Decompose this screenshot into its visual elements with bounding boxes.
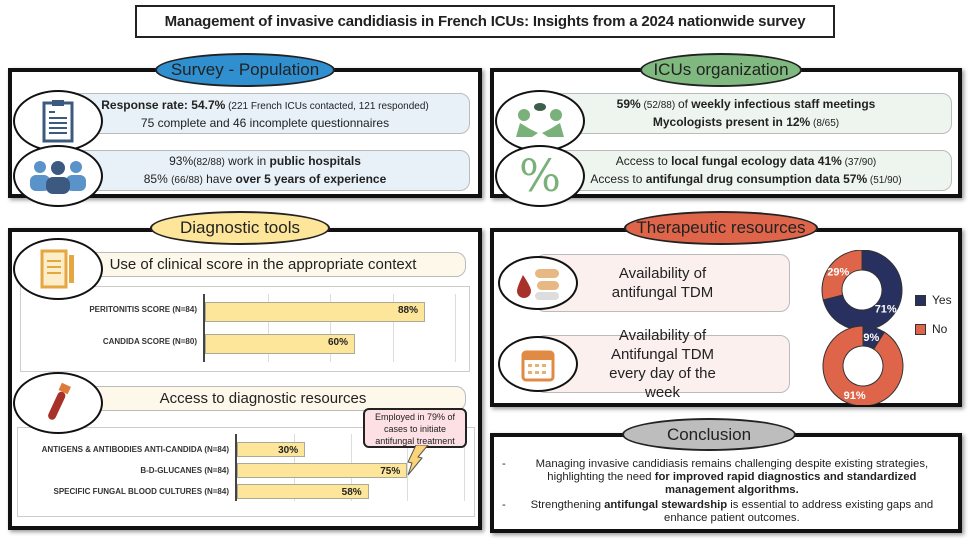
gridline xyxy=(267,294,269,362)
legend-swatch-yes xyxy=(915,294,926,306)
legend-yes: Yes xyxy=(915,293,952,307)
page-title: Management of invasive candidiasis in Fr… xyxy=(135,5,835,38)
t: is essential to address existing gaps an… xyxy=(664,499,934,524)
t: (37/90) xyxy=(841,156,877,168)
category-label: ANTIGENS & ANTIBODIES ANTI-CANDIDA (N=84… xyxy=(41,445,229,454)
donut-label: 29% xyxy=(827,267,849,279)
bar: 58% xyxy=(237,484,369,499)
t: (82/88) xyxy=(193,156,225,168)
response-detail: (221 French ICUs contacted, 121 responde… xyxy=(225,100,429,112)
t: local fungal ecology data 41% xyxy=(671,153,842,168)
conclusion-header: Conclusion xyxy=(622,418,796,451)
t: (66/88) xyxy=(171,174,203,186)
gridline xyxy=(455,294,456,362)
t: antifungal stewardship xyxy=(604,499,728,511)
donut-slice-yes xyxy=(822,250,903,331)
data-access-card: Access to local fungal ecology data 41% … xyxy=(540,150,952,191)
gridline xyxy=(464,434,465,501)
tdm-donut-charts: 71% 29% 9% 91% xyxy=(821,250,904,405)
donut-slice-no xyxy=(822,325,904,405)
t: Managing invasive candidiasis remains ch… xyxy=(535,458,929,483)
icu-header: ICUs organization xyxy=(640,53,802,87)
clipboard-pencil-icon xyxy=(13,238,103,300)
category-label: CANDIDA SCORE (N=80) xyxy=(102,337,197,346)
diagnostic-resources-title: Access to diagnostic resources xyxy=(60,386,466,411)
hospitals-card: 93%(82/88) work in public hospitals 85% … xyxy=(60,150,470,191)
meeting-icon xyxy=(495,90,585,152)
category-label: SPECIFIC FUNGAL BLOOD CULTURES (N=84) xyxy=(53,487,230,496)
legend-label: Yes xyxy=(932,293,952,307)
survey-header: Survey - Population xyxy=(155,53,335,87)
t: of xyxy=(677,96,692,111)
therapeutic-header: Therapeutic resources xyxy=(624,211,818,245)
bdg-callout: Employed in 79% of cases to initiate ant… xyxy=(363,408,467,448)
t: Access to xyxy=(590,171,646,186)
clinical-score-chart xyxy=(20,286,470,372)
blood-tube-icon xyxy=(13,372,103,434)
t: Mycologists present in 12% xyxy=(652,114,811,129)
percent-icon: % xyxy=(495,145,585,207)
clinical-score-title: Use of clinical score in the appropriate… xyxy=(60,252,466,277)
donut-label: 91% xyxy=(844,390,866,402)
category-label: PERITONITIS SCORE (N=84) xyxy=(89,305,197,314)
t: (52/88) xyxy=(640,99,678,111)
t: public hospitals xyxy=(269,153,361,168)
bar: 75% xyxy=(237,463,408,478)
t: Access to xyxy=(615,153,672,168)
t: antifungal drug consumption data 57% xyxy=(645,171,868,186)
donut-slice-no xyxy=(821,250,863,301)
t: Strengthening xyxy=(530,499,605,511)
conclusion-bullet: -Strengthening antifungal stewardship is… xyxy=(502,499,934,524)
calendar-icon xyxy=(498,336,578,392)
staff-meetings-card: 59% (52/88) of weekly infectious staff m… xyxy=(540,93,952,134)
t: over 5 years of experience xyxy=(235,171,387,186)
conclusion-bullet: -Managing invasive candidiasis remains c… xyxy=(502,458,929,496)
diagnostic-header: Diagnostic tools xyxy=(150,211,330,245)
t: weekly infectious staff meetings xyxy=(691,96,876,111)
y-axis xyxy=(235,434,237,501)
lightning-icon xyxy=(407,445,429,476)
t: 85% xyxy=(143,171,172,186)
legend-swatch-no xyxy=(915,323,926,335)
bar: 88% xyxy=(205,302,425,322)
conclusion-text: -Managing invasive candidiasis remains c… xyxy=(502,458,952,525)
donut-label: 71% xyxy=(875,303,897,315)
blood-pills-icon xyxy=(498,256,578,310)
gridline xyxy=(330,294,331,362)
response-rate: Response rate: 54.7% xyxy=(101,97,226,112)
t: work in xyxy=(224,153,270,168)
bar: 60% xyxy=(205,334,355,354)
questionnaires-text: 75 complete and 46 incomplete questionna… xyxy=(140,115,390,130)
donut-label: 9% xyxy=(863,332,879,344)
bar: 30% xyxy=(237,442,306,457)
legend-no: No xyxy=(915,322,947,336)
t: for improved rapid diagnostics and stand… xyxy=(654,471,917,496)
clipboard-icon xyxy=(13,90,103,152)
category-label: B-D-GLUCANES (N=84) xyxy=(140,466,229,475)
t: (51/90) xyxy=(867,174,902,186)
t: have xyxy=(202,171,236,186)
people-icon xyxy=(13,145,103,207)
gridline xyxy=(392,294,394,362)
t: (8/65) xyxy=(810,117,840,129)
y-axis xyxy=(203,294,205,362)
response-rate-card: Response rate: 54.7% (221 French ICUs co… xyxy=(60,93,470,134)
t: 59% xyxy=(616,96,641,111)
t: 93% xyxy=(169,153,194,168)
legend-label: No xyxy=(932,322,948,336)
gridline xyxy=(407,434,409,501)
